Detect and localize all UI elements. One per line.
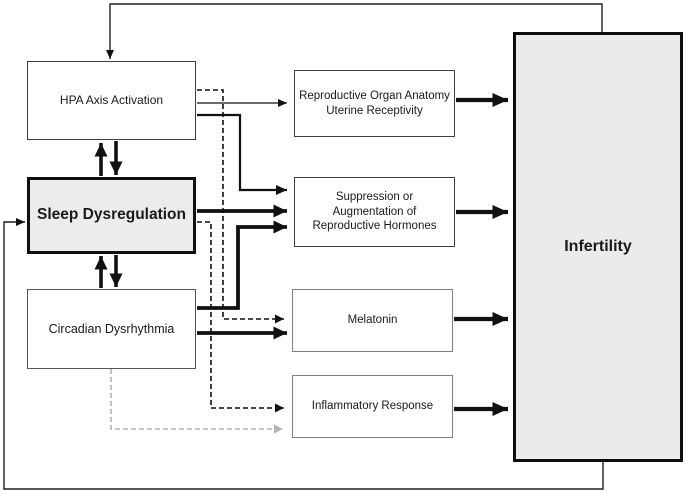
node-reproductive-organ-anatomy: Reproductive Organ Anatomy Uterine Recep… <box>294 70 455 137</box>
node-label: Sleep Dysregulation <box>36 206 186 224</box>
node-label: Melatonin <box>347 314 398 327</box>
node-label: Infertility <box>564 237 632 255</box>
node-melatonin: Melatonin <box>292 289 453 352</box>
node-circadian-dysrhythmia: Circadian Dysrhythmia <box>27 289 196 369</box>
edge-infertility-to-sleep <box>3 218 604 490</box>
edge-sleep-to-inflammatory <box>197 221 284 413</box>
node-label: Inflammatory Response <box>311 400 434 413</box>
node-label: HPA Axis Activation <box>59 92 164 107</box>
node-reproductive-hormones: Suppression or Augmentation of Reproduct… <box>294 177 455 247</box>
edge-hpa-to-melatonin <box>197 89 284 324</box>
node-inflammatory-response: Inflammatory Response <box>292 375 453 438</box>
edge-circadian-to-inflammatory <box>110 369 283 434</box>
node-label: Reproductive Organ Anatomy Uterine Recep… <box>299 89 450 117</box>
edge-circadian-to-suppression <box>197 220 287 310</box>
edge-hpa-to-suppression <box>197 113 287 195</box>
node-sleep-dysregulation: Sleep Dysregulation <box>27 177 196 254</box>
node-infertility: Infertility <box>513 32 683 462</box>
node-label: Suppression or Augmentation of Reproduct… <box>312 190 437 233</box>
edge-infertility-to-hpa <box>106 3 603 59</box>
node-label: Circadian Dysrhythmia <box>48 321 175 336</box>
node-hpa-axis-activation: HPA Axis Activation <box>27 61 196 140</box>
